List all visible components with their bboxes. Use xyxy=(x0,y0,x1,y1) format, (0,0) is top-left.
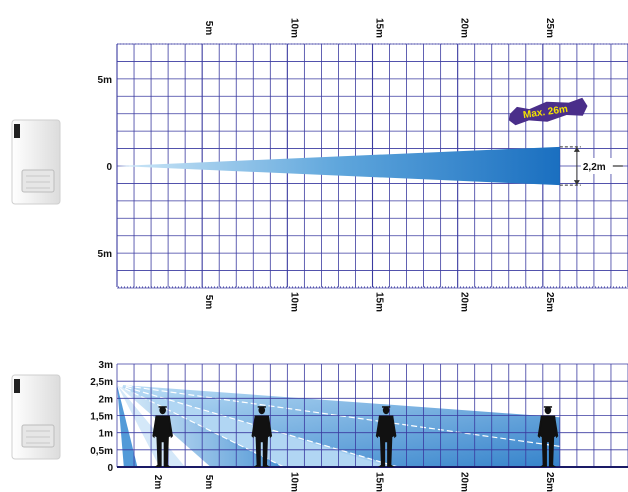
top-x-tick-label: 20m xyxy=(459,18,470,38)
top-x-tick-label: 25m xyxy=(544,292,555,312)
side-y-label: 2m xyxy=(99,394,114,405)
beam-width-label: 2,2m xyxy=(583,162,606,173)
person-silhouette-icon xyxy=(251,406,273,467)
side-view-y-axis-labels: 3m 2,5m 2m 1,5m 1m 0,5m 0 xyxy=(90,360,113,474)
side-x-tick-label: 20m xyxy=(459,472,470,492)
side-x-tick-label: 10m xyxy=(288,472,299,492)
person-silhouette-icon xyxy=(375,406,397,467)
side-detection-zone xyxy=(117,384,138,467)
top-x-tick-label: 5m xyxy=(203,21,214,36)
max-range-badge: Max. 26m xyxy=(508,97,588,126)
person-silhouette-icon xyxy=(537,406,559,467)
top-x-tick-label: 20m xyxy=(459,292,470,312)
side-x-tick-label: 2m xyxy=(152,475,163,490)
top-view-panel: 5m10m15m20m25m30m 5m10m15m20m25m30m 5m05… xyxy=(11,18,628,312)
side-y-label: 0,5m xyxy=(90,446,113,457)
top-y-label: 5m xyxy=(98,249,113,260)
side-x-tick-label: 25m xyxy=(544,472,555,492)
side-view-x-axis-labels: 2m5m10m15m20m25m30m xyxy=(152,472,555,492)
beam-ray xyxy=(116,384,560,447)
pir-sensor-side-icon xyxy=(11,374,61,460)
side-y-label: 3m xyxy=(99,360,114,371)
side-view-people xyxy=(152,406,559,467)
side-y-label: 0 xyxy=(107,463,113,474)
side-y-label: 1m xyxy=(99,429,114,440)
top-x-tick-label: 5m xyxy=(203,295,214,310)
top-x-tick-label: 15m xyxy=(374,18,385,38)
top-x-tick-label: 25m xyxy=(544,18,555,38)
side-y-label: 1,5m xyxy=(90,412,113,423)
side-x-tick-label: 5m xyxy=(203,475,214,490)
top-y-label: 5m xyxy=(98,75,113,86)
top-view-y-axis-labels: 5m 0 5m xyxy=(98,75,113,260)
pir-sensor-icon xyxy=(11,119,61,205)
top-x-tick-label: 10m xyxy=(288,292,299,312)
top-view-detection-beam xyxy=(117,146,560,186)
top-x-tick-label: 10m xyxy=(288,18,299,38)
top-x-tick-label: 15m xyxy=(374,292,385,312)
side-y-label: 2,5m xyxy=(90,377,113,388)
side-x-tick-label: 15m xyxy=(374,472,385,492)
person-silhouette-icon xyxy=(152,406,173,467)
top-view-x-axis-labels-top: 5m10m15m20m25m30m xyxy=(203,18,555,38)
top-view-x-axis-labels-bottom: 5m10m15m20m25m30m xyxy=(203,292,555,312)
beam-width-indicator: 2,2m xyxy=(559,146,623,186)
top-y-label: 0 xyxy=(106,162,112,173)
